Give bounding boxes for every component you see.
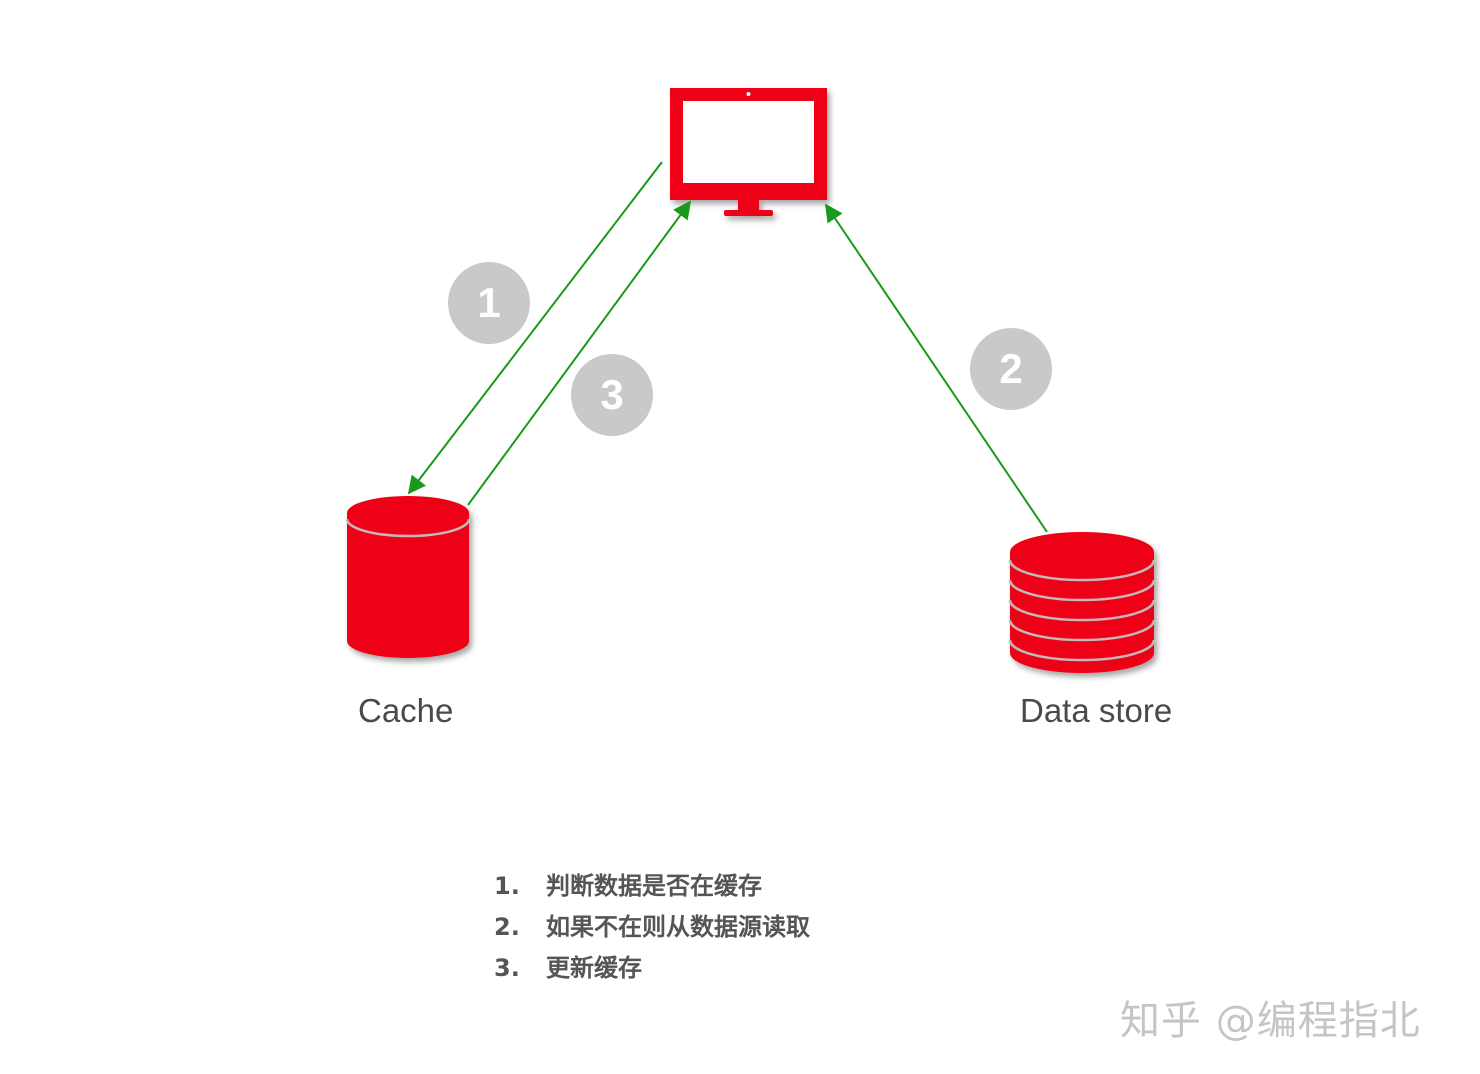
watermark: 知乎 @编程指北 [1120, 998, 1421, 1044]
step-number: 3. [494, 954, 520, 982]
step-text: 如果不在则从数据源读取 [546, 913, 810, 941]
step-text: 更新缓存 [546, 954, 642, 982]
arrow-client-to-cache [407, 161, 663, 495]
step-text: 判断数据是否在缓存 [546, 872, 762, 900]
database-cylinder-icon [345, 496, 471, 658]
arrow-cache-to-client [467, 200, 692, 506]
cache-label: Cache [358, 692, 454, 729]
database-stack-icon [1008, 532, 1156, 673]
step-item: 3. 更新缓存 [494, 948, 810, 989]
monitor-icon [670, 88, 827, 216]
step-badge-1: 1 [448, 262, 530, 344]
step-item: 2. 如果不在则从数据源读取 [494, 907, 810, 948]
step-badge-2: 2 [970, 328, 1052, 410]
arrow-datastore-to-client [824, 203, 1048, 533]
datastore-label: Data store [1020, 692, 1173, 729]
step-badge-3: 3 [571, 354, 653, 436]
steps-list: 1. 判断数据是否在缓存 2. 如果不在则从数据源读取 3. 更新缓存 [494, 866, 810, 989]
step-number: 2. [494, 913, 520, 941]
step-item: 1. 判断数据是否在缓存 [494, 866, 810, 907]
step-number: 1. [494, 872, 520, 900]
